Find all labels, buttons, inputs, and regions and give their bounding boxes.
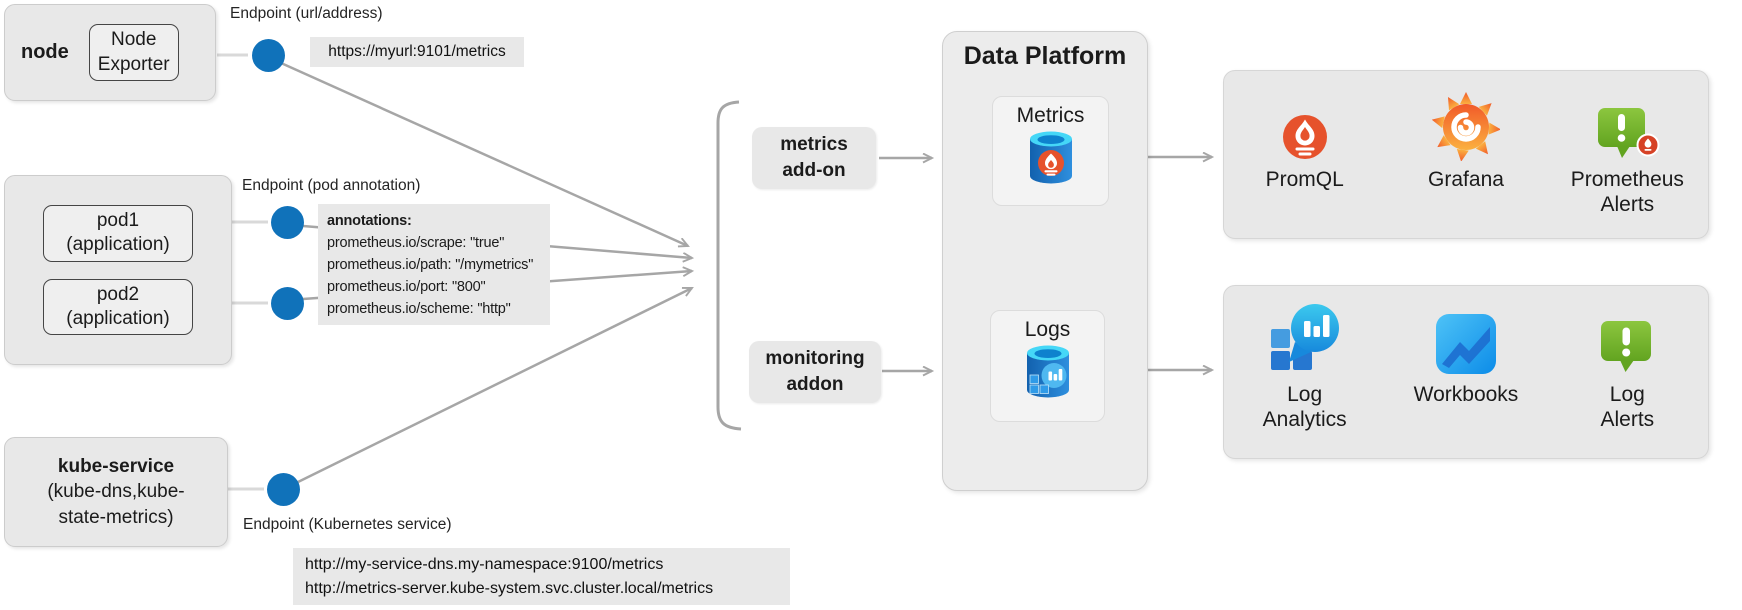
- annotation-line: prometheus.io/scheme: "http": [327, 301, 511, 317]
- pods-box: pod1 (application) pod2 (application): [4, 175, 232, 365]
- logs-destinations-box: Log Analytics Workbooks: [1223, 285, 1709, 459]
- pod1-endpoint-dot: [271, 206, 304, 239]
- metrics-database-icon: [1025, 130, 1077, 193]
- kube-endpoint-dot: [267, 473, 300, 506]
- logs-store-label: Logs: [1024, 318, 1071, 341]
- log-alerts-icon: [1598, 300, 1656, 376]
- endpoint-k8s-label: Endpoint (Kubernetes service): [243, 516, 452, 533]
- kube-service-label: kube-service: [57, 455, 175, 477]
- dest-label: Log Alerts: [1600, 383, 1655, 431]
- kube-endpoint-urls-box: http://my-service-dns.my-namespace:9100/…: [293, 548, 790, 605]
- metrics-store-label: Metrics: [1016, 104, 1085, 127]
- annotation-line: prometheus.io/port: "800": [327, 279, 486, 295]
- pod2-endpoint-dot: [271, 287, 304, 320]
- kube-endpoint-url: http://my-service-dns.my-namespace:9100/…: [305, 555, 664, 573]
- node-box: node Node Exporter: [4, 4, 216, 101]
- node-exporter-box: Node Exporter: [88, 24, 179, 81]
- annotation-line: prometheus.io/path: "/mymetrics": [327, 257, 534, 273]
- metrics-destinations-box: PromQL: [1223, 70, 1709, 239]
- dest-log-alerts: Log Alerts: [1547, 286, 1708, 458]
- prometheus-icon: [1281, 85, 1329, 161]
- metrics-store-card: Metrics: [992, 96, 1109, 206]
- dest-promql: PromQL: [1224, 71, 1385, 238]
- node-endpoint-dot: [252, 39, 285, 72]
- annotations-title: annotations:: [327, 213, 412, 229]
- kube-endpoint-url: http://metrics-server.kube-system.svc.cl…: [305, 579, 714, 597]
- dest-grafana: Grafana: [1385, 71, 1546, 238]
- data-platform-box: Data Platform Metrics: [942, 31, 1148, 491]
- dest-label: Grafana: [1428, 168, 1504, 191]
- node-endpoint-url-box: https://myurl:9101/metrics: [310, 37, 524, 67]
- metrics-addon-box: metrics add-on: [752, 127, 876, 189]
- collector-bracket: [716, 100, 742, 431]
- dest-prometheus-alerts: Prometheus Alerts: [1547, 71, 1708, 238]
- prometheus-alerts-icon: [1594, 85, 1660, 161]
- log-analytics-icon: [1269, 300, 1341, 376]
- endpoint-url-label: Endpoint (url/address): [230, 5, 383, 22]
- annotation-line: prometheus.io/scrape: "true": [327, 235, 505, 251]
- logs-database-icon: [1022, 344, 1074, 407]
- node-label: node: [21, 41, 69, 63]
- pod1-box: pod1 (application): [43, 204, 193, 262]
- grafana-icon: [1431, 85, 1500, 161]
- pod-annotations-box: annotations: prometheus.io/scrape: "true…: [318, 204, 550, 325]
- dest-label: Prometheus Alerts: [1570, 168, 1684, 216]
- workbooks-icon: [1434, 300, 1498, 376]
- pod2-box: pod2 (application): [43, 278, 193, 336]
- kube-service-box: kube-service (kube-dns,kube- state-metri…: [4, 437, 228, 547]
- kube-service-sublabel: (kube-dns,kube- state-metrics): [47, 481, 185, 528]
- monitoring-addon-box: monitoring addon: [749, 341, 881, 403]
- endpoint-pod-label: Endpoint (pod annotation): [242, 177, 421, 194]
- data-platform-title: Data Platform: [963, 42, 1127, 70]
- logs-store-card: Logs: [990, 310, 1105, 422]
- dest-label: PromQL: [1265, 168, 1344, 191]
- dest-label: Log Analytics: [1262, 383, 1347, 431]
- dest-label: Workbooks: [1413, 383, 1519, 406]
- dest-workbooks: Workbooks: [1385, 286, 1546, 458]
- dest-log-analytics: Log Analytics: [1224, 286, 1385, 458]
